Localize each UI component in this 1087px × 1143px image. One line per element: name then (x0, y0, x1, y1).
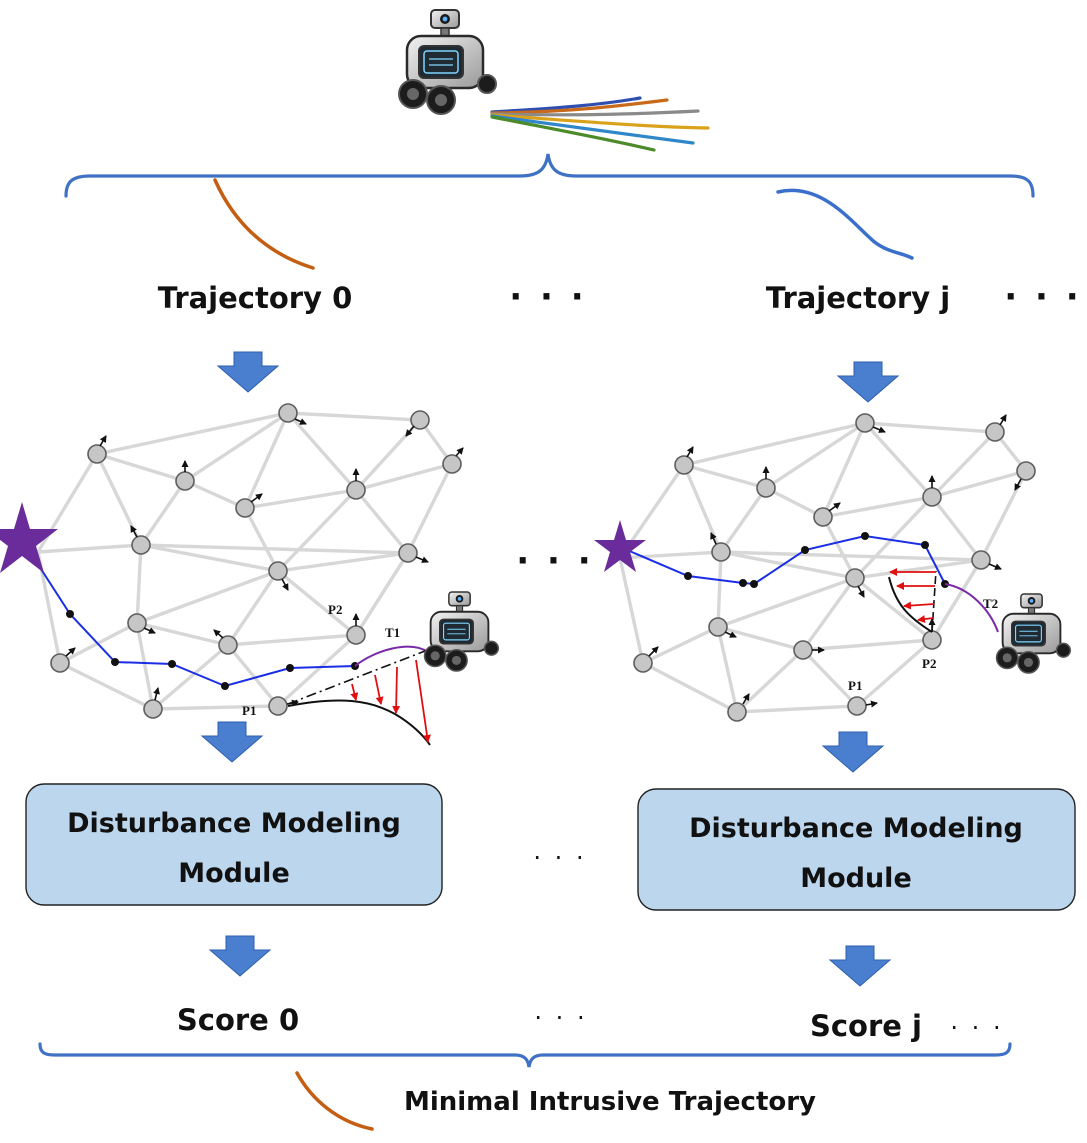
down-arrow-icon (837, 361, 899, 403)
down-arrow-icon (829, 945, 891, 987)
right-graph: T2 P2 P1 (594, 413, 1072, 722)
right-graph-node-arrows (648, 414, 1022, 708)
robot-icon (995, 593, 1072, 674)
ellipsis-top: · · · (509, 277, 586, 317)
down-arrow-icon (822, 731, 884, 773)
right-p2-label: P2 (922, 656, 936, 671)
module-label-line1: Disturbance Modeling (67, 808, 401, 839)
trajectory-0-label: Trajectory 0 (158, 281, 353, 315)
left-graph-nodes (50, 403, 462, 719)
module-label-line2: Module (800, 863, 912, 894)
right-disturbance-arrows (889, 568, 936, 624)
ellipsis-top-right: · · · (1004, 277, 1081, 317)
left-disturbance-arrows (350, 659, 431, 743)
ellipsis-module: · · · (533, 844, 586, 872)
down-arrow-icon (209, 935, 271, 977)
ellipsis-mid: · · · (516, 541, 593, 581)
score-0-label: Score 0 (177, 1003, 299, 1037)
right-robot-arc (944, 583, 999, 633)
left-p1-label: P1 (242, 703, 256, 718)
trajectory-fan (490, 96, 710, 152)
right-graph-nodes (633, 413, 1036, 722)
ellipsis-score-right: · · · (950, 1014, 1003, 1042)
trajectory-j-curve (776, 188, 914, 260)
right-dashed-line (931, 570, 937, 633)
left-t1-label: T1 (385, 625, 400, 640)
right-planned-path (619, 534, 946, 586)
module-label-line2: Module (178, 858, 290, 889)
trajectory-0-curve (213, 178, 315, 270)
right-p1-label: P1 (848, 678, 862, 693)
down-arrow-icon (217, 351, 279, 393)
result-label: Minimal Intrusive Trajectory (404, 1087, 816, 1117)
left-disturbance-curve (287, 699, 431, 746)
module-label-line1: Disturbance Modeling (689, 813, 1023, 844)
result-trajectory-curve (295, 1071, 374, 1131)
down-arrow-icon (201, 721, 263, 763)
ellipsis-score: · · · (534, 1004, 587, 1032)
robot-icon (423, 591, 500, 672)
left-robot-arc (354, 645, 429, 667)
left-p2-label: P2 (328, 602, 342, 617)
star-icon (594, 520, 646, 572)
bottom-brace (38, 1042, 1012, 1068)
left-path-points (66, 610, 359, 690)
left-planned-path (29, 551, 356, 688)
right-disturbance-curve (888, 576, 933, 633)
right-path-points (684, 532, 949, 588)
top-brace (64, 153, 1035, 198)
right-module-box: Disturbance Modeling Module (637, 788, 1076, 911)
left-dashdot-line (287, 645, 439, 705)
right-t2-label: T2 (983, 596, 998, 611)
robot-icon (397, 8, 498, 116)
star-icon (0, 502, 58, 573)
left-module-box: Disturbance Modeling Module (25, 783, 443, 906)
score-j-label: Score j (810, 1009, 922, 1043)
trajectory-j-label: Trajectory j (766, 281, 950, 315)
top-robot (397, 8, 710, 152)
left-graph: P2 T1 P1 (0, 403, 500, 746)
